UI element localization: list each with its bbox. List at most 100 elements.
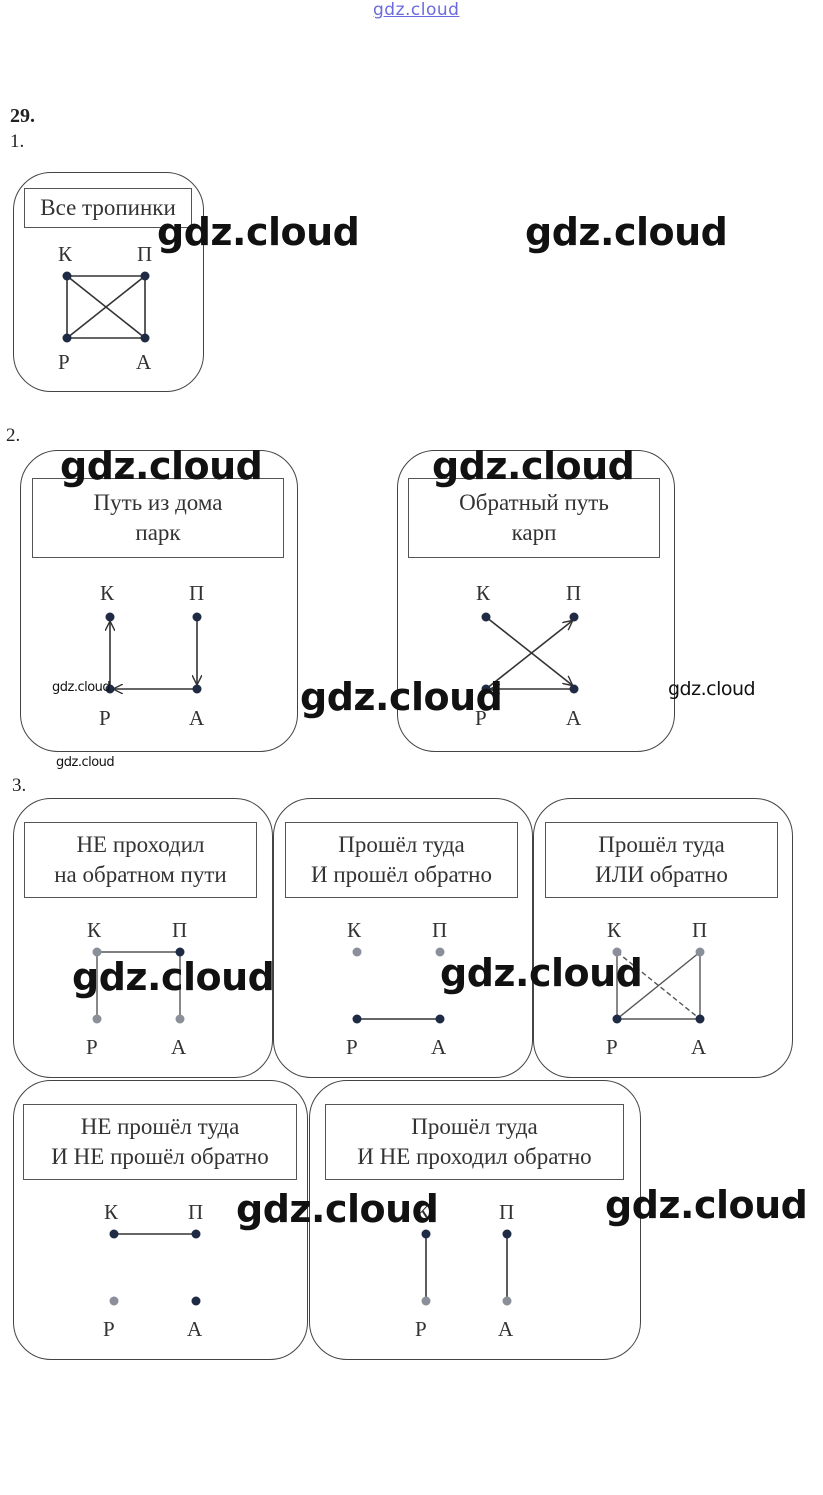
watermark: gdz.cloud xyxy=(300,675,503,719)
panel-there-or-back-title: Прошёл туда ИЛИ обратно xyxy=(545,822,778,898)
label-r: Р xyxy=(606,1035,618,1059)
watermark: gdz.cloud xyxy=(440,951,643,995)
node-r xyxy=(62,333,72,343)
label-p: П xyxy=(188,1200,203,1224)
title-line: Все тропинки xyxy=(40,195,176,220)
label-k: К xyxy=(476,581,491,605)
label-p: П xyxy=(432,918,447,942)
title-line: И НЕ прошёл обратно xyxy=(51,1144,269,1169)
label-a: А xyxy=(691,1035,707,1059)
node-a xyxy=(695,1014,705,1024)
section-3-number: 3. xyxy=(12,775,27,796)
node-p xyxy=(192,612,202,622)
node-r xyxy=(109,1296,119,1306)
label-a: А xyxy=(498,1317,514,1341)
node-r xyxy=(612,1014,622,1024)
task-number: 29. xyxy=(10,105,35,127)
label-r: Р xyxy=(99,706,111,730)
section-2-number: 2. xyxy=(6,425,21,446)
title-line: ИЛИ обратно xyxy=(595,862,728,887)
label-k: К xyxy=(416,1200,431,1224)
edge-p-r xyxy=(66,275,146,339)
node-a xyxy=(140,333,150,343)
label-k: К xyxy=(87,918,102,942)
node-p xyxy=(140,271,150,281)
panel-not-return-title: НЕ проходил на обратном пути xyxy=(24,822,257,898)
node-a xyxy=(502,1296,512,1306)
node-k xyxy=(105,612,115,622)
node-r xyxy=(352,1014,362,1024)
panel-all-paths-title: Все тропинки xyxy=(24,188,192,228)
panel-not-there-not-back-title: НЕ прошёл туда И НЕ прошёл обратно xyxy=(23,1104,297,1180)
watermark: gdz.cloud xyxy=(60,444,263,488)
node-k xyxy=(352,947,362,957)
node-r xyxy=(421,1296,431,1306)
label-p: П xyxy=(499,1200,514,1224)
node-k xyxy=(62,271,72,281)
title-line: карп xyxy=(511,520,557,545)
node-p xyxy=(502,1229,512,1239)
node-a xyxy=(191,1296,201,1306)
watermark: gdz.cloud xyxy=(236,1187,439,1231)
label-a: А xyxy=(136,350,152,374)
section-1-number: 1. xyxy=(10,131,25,152)
watermark: gdz.cloud xyxy=(525,210,728,254)
node-p xyxy=(175,947,185,957)
label-r: Р xyxy=(86,1035,98,1059)
title-line: Обратный путь xyxy=(459,490,609,515)
watermark: gdz.cloud xyxy=(52,680,111,695)
label-r: Р xyxy=(415,1317,427,1341)
label-k: К xyxy=(347,918,362,942)
title-line: Прошёл туда xyxy=(411,1114,538,1139)
node-r xyxy=(105,684,115,694)
node-a xyxy=(192,684,202,694)
title-line: И НЕ проходил обратно xyxy=(357,1144,592,1169)
title-line: И прошёл обратно xyxy=(311,862,492,887)
label-k: К xyxy=(100,581,115,605)
label-p: П xyxy=(566,581,581,605)
label-a: А xyxy=(187,1317,203,1341)
panel-there-not-back-title: Прошёл туда И НЕ проходил обратно xyxy=(325,1104,624,1180)
title-line: Путь из дома xyxy=(93,490,223,515)
node-r xyxy=(92,1014,102,1024)
watermark: gdz.cloud xyxy=(668,678,756,700)
label-a: А xyxy=(189,706,205,730)
header-watermark[interactable]: gdz.cloud xyxy=(373,0,460,20)
watermark: gdz.cloud xyxy=(605,1183,808,1227)
edge-r-p xyxy=(485,621,572,690)
label-p: П xyxy=(137,242,152,266)
watermark: gdz.cloud xyxy=(157,210,360,254)
label-k: К xyxy=(104,1200,119,1224)
node-a xyxy=(175,1014,185,1024)
title-line: НЕ прошёл туда xyxy=(80,1114,240,1139)
node-p xyxy=(435,947,445,957)
label-a: А xyxy=(171,1035,187,1059)
label-k: К xyxy=(58,242,73,266)
node-k xyxy=(92,947,102,957)
node-k xyxy=(612,947,622,957)
node-k xyxy=(421,1229,431,1239)
label-r: Р xyxy=(103,1317,115,1341)
label-p: П xyxy=(172,918,187,942)
node-k xyxy=(109,1229,119,1239)
watermark: gdz.cloud xyxy=(432,444,635,488)
label-k: К xyxy=(607,918,622,942)
title-line: Прошёл туда xyxy=(338,832,465,857)
edge-k-a xyxy=(485,616,572,685)
panel-there-and-back-title: Прошёл туда И прошёл обратно xyxy=(285,822,518,898)
label-p: П xyxy=(189,581,204,605)
panel-return-path-title: Обратный путь карп xyxy=(408,478,660,558)
label-r: Р xyxy=(346,1035,358,1059)
title-line: парк xyxy=(135,520,181,545)
node-p xyxy=(569,612,579,622)
node-p xyxy=(695,947,705,957)
edge-k-a xyxy=(616,951,701,1020)
watermark: gdz.cloud xyxy=(56,755,115,770)
node-r xyxy=(481,684,491,694)
node-k xyxy=(481,612,491,622)
title-line: НЕ проходил xyxy=(76,832,205,857)
edge-p-r xyxy=(616,951,701,1020)
label-a: А xyxy=(431,1035,447,1059)
